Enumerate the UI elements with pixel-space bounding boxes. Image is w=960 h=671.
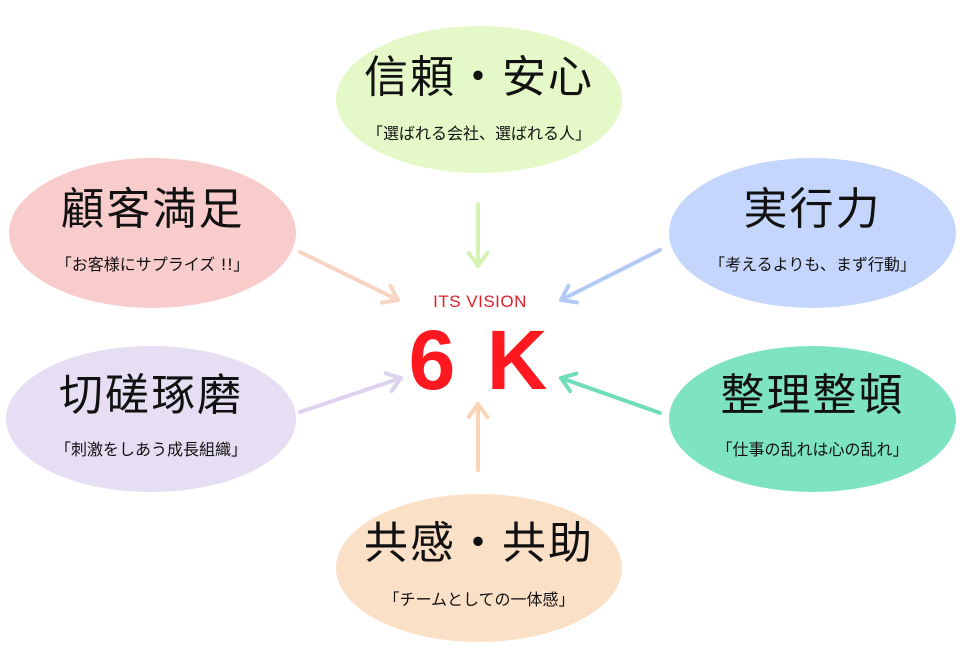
- arrow-growth: [298, 371, 403, 414]
- arrow-head: [383, 371, 403, 393]
- value-bubble-action: 実行力 「考えるよりも、まず行動」: [669, 158, 956, 308]
- arrow-head: [466, 402, 490, 420]
- value-bubble-order: 整理整頓 「仕事の乱れは心の乱れ」: [669, 346, 956, 492]
- value-bubble-trust: 信頼・安心 「選ばれる会社、選ばれる人」: [336, 26, 622, 173]
- vision-label: ITS VISION: [433, 292, 527, 311]
- value-subtitle: 「お客様にサプライズ !!」: [55, 255, 250, 274]
- value-title: 実行力: [743, 184, 882, 235]
- arrow-head: [380, 283, 400, 305]
- value-subtitle: 「考えるよりも、まず行動」: [709, 255, 916, 274]
- value-bubble-empathy: 共感・共助 「チームとしての一体感」: [336, 494, 622, 642]
- value-subtitle: 「チームとしての一体感」: [383, 590, 575, 609]
- value-title: 共感・共助: [364, 518, 594, 569]
- arrow-shaft: [298, 250, 400, 302]
- value-subtitle: 「刺激をしあう成長組織」: [54, 440, 247, 459]
- arrow-empathy: [466, 402, 490, 472]
- arrow-trust: [466, 202, 490, 268]
- arrow-shaft: [298, 376, 403, 414]
- arrow-shaft: [559, 248, 662, 302]
- vision-title: 6 K: [408, 313, 552, 407]
- arrow-satisfaction: [298, 250, 400, 305]
- value-title: 切磋琢磨: [59, 370, 243, 421]
- arrows-layer: [298, 202, 662, 472]
- arrow-head: [466, 250, 490, 268]
- arrow-head: [559, 371, 579, 394]
- arrow-action: [559, 248, 662, 305]
- value-subtitle: 「仕事の乱れは心の乱れ」: [716, 440, 909, 459]
- value-bubble-growth: 切磋琢磨 「刺激をしあう成長組織」: [6, 346, 296, 492]
- value-title: 信頼・安心: [364, 52, 594, 103]
- arrow-head: [559, 283, 579, 305]
- value-title: 顧客満足: [60, 184, 245, 235]
- value-bubble-satisfaction: 顧客満足 「お客様にサプライズ !!」: [9, 158, 296, 308]
- value-title: 整理整頓: [720, 370, 905, 421]
- arrow-shaft: [559, 376, 662, 415]
- arrow-order: [559, 371, 662, 415]
- value-subtitle: 「選ばれる会社、選ばれる人」: [366, 124, 591, 143]
